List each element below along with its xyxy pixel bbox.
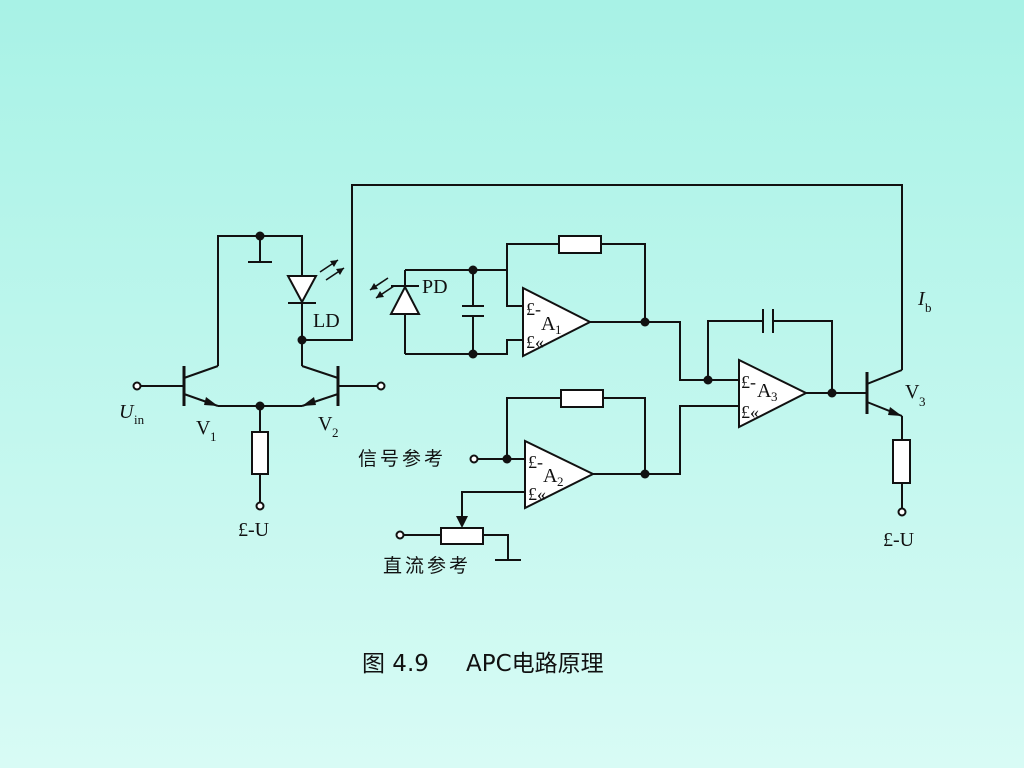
- a1-label: A: [541, 313, 556, 335]
- v3-label: V: [905, 381, 920, 403]
- ld-light-arrows-icon: [319, 259, 345, 281]
- v1-supply-terminal: [255, 501, 265, 511]
- figure-number: 图 4.9: [362, 651, 429, 677]
- uin-subscript: in: [134, 412, 145, 427]
- tail-resistor: [251, 431, 269, 475]
- a3-label: A: [757, 380, 772, 402]
- uin-label: U: [119, 401, 135, 423]
- a2-subscript: 2: [557, 474, 564, 489]
- a2-plus-pin: £«: [528, 484, 546, 504]
- v3-subscript: 3: [919, 394, 926, 409]
- ib-subscript: b: [925, 300, 932, 315]
- dc-ref-potentiometer: [395, 527, 521, 561]
- a3-minus-pin: £-: [741, 372, 756, 392]
- v1-label: V: [196, 417, 211, 439]
- opamp-a3: £- £« A 3: [703, 309, 867, 429]
- opamp-a2: £- £« A 2: [456, 389, 739, 528]
- a1-minus-pin: £-: [526, 299, 541, 319]
- ld-label: LD: [313, 310, 340, 332]
- pd-light-arrows-icon: [369, 277, 395, 299]
- ib-label: I: [917, 288, 926, 310]
- a2-minus-pin: £-: [528, 452, 543, 472]
- v2-subscript: 2: [332, 425, 339, 440]
- supply-label-v1: £-U: [238, 519, 270, 541]
- a2-label: A: [543, 465, 558, 487]
- supply-label-v3: £-U: [883, 529, 915, 551]
- a3-subscript: 3: [771, 389, 778, 404]
- v3-supply-terminal: [897, 507, 907, 517]
- a2-feedback-resistor: [560, 389, 604, 408]
- signal-ref-terminal: [469, 454, 479, 464]
- photodiode-stage: PD: [369, 265, 523, 359]
- v2-label: V: [318, 413, 333, 435]
- transistor-v1: [132, 365, 219, 407]
- signal-ref-label: 信号参考: [358, 448, 446, 470]
- potentiometer-body: [440, 527, 484, 545]
- transistor-v3: [865, 369, 911, 517]
- a1-plus-pin: £«: [526, 332, 544, 352]
- dc-ref-label: 直流参考: [383, 555, 471, 577]
- uin-terminal: [132, 381, 142, 391]
- pd-label: PD: [422, 276, 448, 298]
- ld-branch: LD: [217, 231, 345, 366]
- feedback-wire: [303, 184, 903, 370]
- a3-plus-pin: £«: [741, 402, 759, 422]
- dc-ref-terminal: [395, 530, 405, 540]
- v2-base-terminal: [376, 381, 386, 391]
- v3-emitter-resistor: [892, 439, 911, 484]
- opamp-a1: £- £« A 1: [506, 235, 708, 381]
- a1-subscript: 1: [555, 322, 562, 337]
- figure-title: APC电路原理: [466, 651, 604, 677]
- a1-feedback-resistor: [558, 235, 602, 254]
- v1-subscript: 1: [210, 429, 217, 444]
- laser-diode-symbol: [286, 275, 318, 366]
- transistor-v2: [301, 365, 386, 407]
